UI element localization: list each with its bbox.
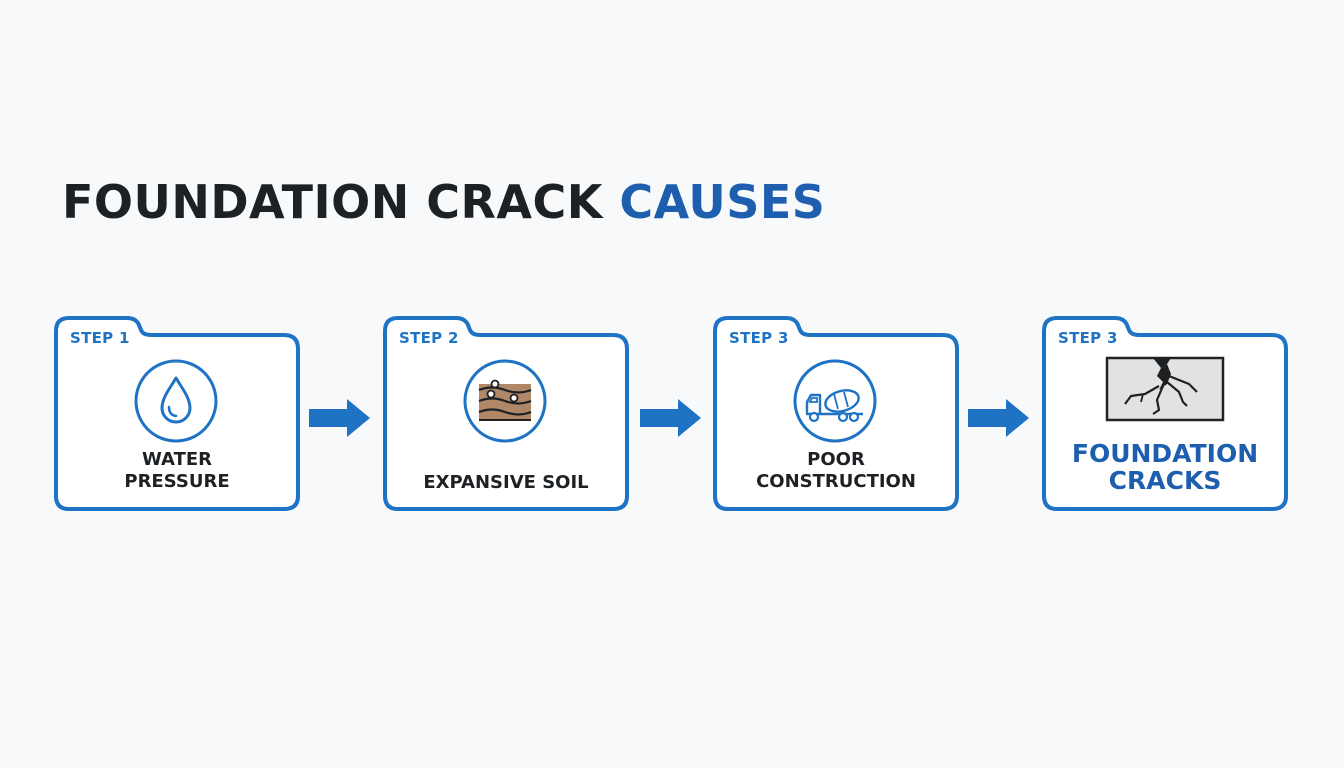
arrow-right-icon — [640, 399, 701, 437]
step-card-water-pressure: STEP 1 WATER PRESSURE — [54, 316, 300, 511]
step-card-expansive-soil: STEP 2 EXPANSIVE SOIL — [383, 316, 629, 511]
step-text-line: EXPANSIVE SOIL — [423, 472, 589, 493]
arrow-right-icon — [309, 399, 370, 437]
title-main: FOUNDATION CRACK — [62, 175, 603, 229]
step-label: STEP 1 — [70, 329, 130, 347]
step-text-line: CONSTRUCTION — [756, 471, 916, 492]
step-label: STEP 2 — [399, 329, 459, 347]
step-text-line: FOUNDATION — [1071, 439, 1259, 468]
step-text-line: PRESSURE — [124, 471, 230, 492]
cracked-wall-icon — [1105, 356, 1225, 422]
step-text: EXPANSIVE SOIL — [383, 472, 629, 494]
step-label: STEP 3 — [1058, 329, 1118, 347]
title-accent: CAUSES — [619, 175, 826, 229]
step-label: STEP 3 — [729, 329, 789, 347]
page-title: FOUNDATION CRACK CAUSES — [62, 174, 825, 230]
cement-truck-icon — [793, 359, 877, 443]
step-card-foundation-cracks: STEP 3 FOUNDATION CRACKS — [1042, 316, 1288, 511]
step-text: WATER PRESSURE — [54, 449, 300, 493]
step-text: FOUNDATION CRACKS — [1042, 440, 1288, 494]
water-drop-icon — [134, 359, 218, 443]
arrow-right-icon — [968, 399, 1029, 437]
step-text-line: POOR — [807, 449, 865, 470]
step-text-line: WATER — [141, 449, 212, 470]
step-text-line: CRACKS — [1108, 466, 1222, 495]
step-text: POOR CONSTRUCTION — [713, 449, 959, 493]
soil-layers-icon — [463, 359, 547, 443]
step-card-poor-construction: STEP 3 POOR CONSTRUCTION — [713, 316, 959, 511]
